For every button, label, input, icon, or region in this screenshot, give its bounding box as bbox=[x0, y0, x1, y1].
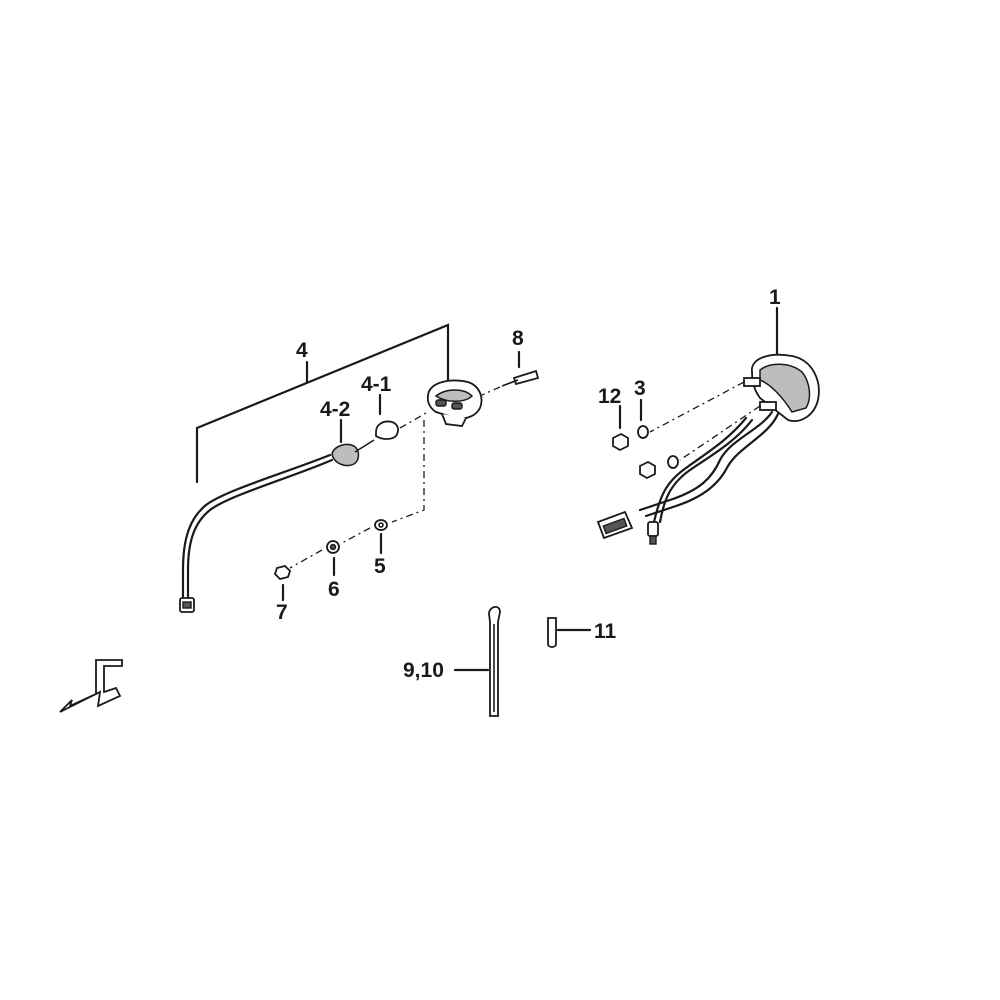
callout-12: 12 bbox=[598, 385, 621, 408]
washer-part-3 bbox=[637, 398, 679, 469]
callout-4: 4 bbox=[296, 339, 308, 362]
bulb-part-4-1 bbox=[375, 393, 429, 440]
callout-4-2: 4-2 bbox=[320, 398, 350, 421]
callout-7: 7 bbox=[276, 601, 288, 624]
tail-lamp-part-1 bbox=[596, 306, 820, 545]
washer-part-6 bbox=[326, 540, 340, 577]
cable-tie-part-9-10 bbox=[453, 606, 501, 717]
nut-part-12 bbox=[612, 404, 656, 480]
callout-11: 11 bbox=[594, 620, 617, 643]
washer-part-5 bbox=[374, 519, 388, 555]
callout-3: 3 bbox=[634, 377, 646, 400]
front-direction-marker: F bbox=[59, 659, 123, 713]
license-lamp-housing bbox=[426, 379, 483, 427]
socket-wire-part-4-2 bbox=[179, 418, 375, 613]
nut-part-7 bbox=[273, 565, 292, 602]
callout-1: 1 bbox=[769, 286, 781, 309]
callout-9-10: 9,10 bbox=[403, 659, 444, 682]
callout-8: 8 bbox=[512, 327, 524, 350]
assembly-4-bracket bbox=[195, 323, 450, 484]
callout-4-1: 4-1 bbox=[361, 373, 392, 396]
callout-6: 6 bbox=[328, 578, 340, 601]
pin-part-11 bbox=[547, 617, 592, 648]
screw-part-8 bbox=[481, 350, 540, 396]
callout-5: 5 bbox=[374, 555, 386, 578]
